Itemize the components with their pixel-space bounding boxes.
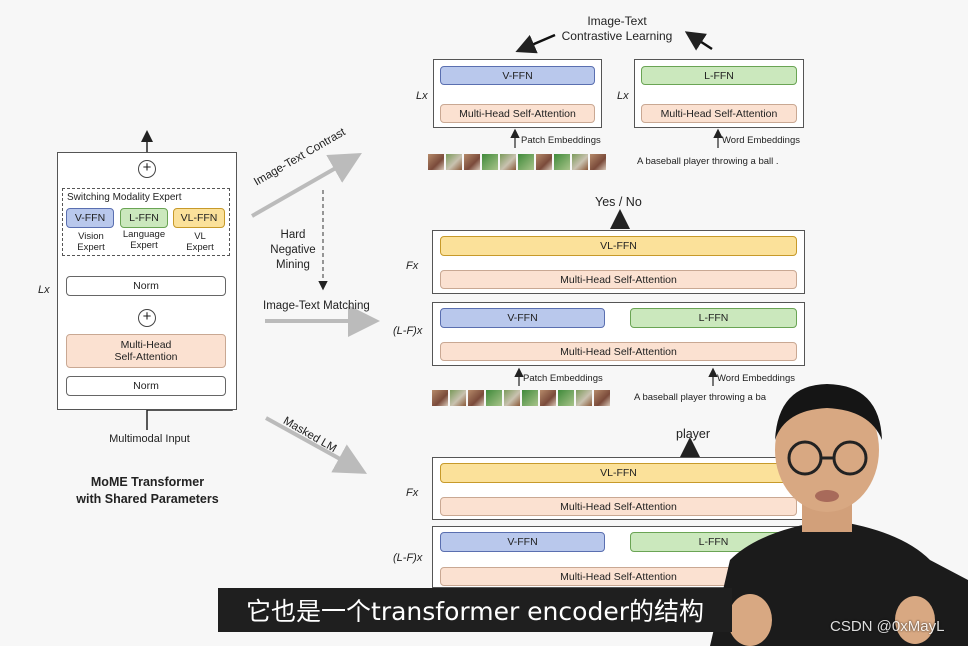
itm-mhsa-top: Multi-Head Self-Attention [440,270,797,289]
itm-image-patches [432,390,610,406]
csdn-watermark: CSDN @0xMayL [830,618,945,635]
video-subtitle: 它也是一个transformer encoder的结构 [218,588,732,632]
left-lffn: L-FFN [120,208,168,228]
top-vffn: V-FFN [440,66,595,85]
left-vffn: V-FFN [66,208,114,228]
mlm-vlffn: VL-FFN [440,463,797,483]
itm-lfx: (L-F)x [393,325,423,337]
top-lx-right: Lx [617,90,629,102]
top-sentence: A baseball player throwing a ball . [637,156,779,167]
caption-line1: MoME Transformer [90,475,205,489]
norm-top: Norm [66,276,226,296]
mlm-mhsa-top: Multi-Head Self-Attention [440,497,797,516]
itm-mhsa-bottom: Multi-Head Self-Attention [440,342,797,361]
top-patch-label: Patch Embeddings [521,135,601,146]
itm-fx: Fx [406,260,419,272]
lx-label: Lx [38,284,50,296]
top-lffn: L-FFN [641,66,797,85]
mlm-mhsa-bottom: Multi-Head Self-Attention [440,567,797,586]
top-mhsa-left: Multi-Head Self-Attention [440,104,595,123]
itm-vlffn: VL-FFN [440,236,797,256]
presenter-video-overlay [710,384,968,646]
itm-patch-label: Patch Embeddings [523,373,603,384]
switching-label: Switching Modality Expert [67,192,182,203]
mlm-fx: Fx [406,487,419,499]
left-vlffn: VL-FFN [173,208,225,228]
itm-word-label: Word Embeddings [717,373,795,384]
caption-line2: with Shared Parameters [76,492,219,506]
matching-label: Image-Text Matching [263,300,370,312]
mlm-vffn: V-FFN [440,532,605,552]
mlm-lfx: (L-F)x [393,552,423,564]
itm-vffn: V-FFN [440,308,605,328]
norm-bottom: Norm [66,376,226,396]
residual-add-top: + [138,160,156,178]
mlm-output: player [676,427,711,441]
top-mhsa-right: Multi-Head Self-Attention [641,104,797,123]
top-word-label: Word Embeddings [722,135,800,146]
itm-output: Yes / No [595,195,642,209]
residual-add-bottom: + [138,309,156,327]
itm-sentence: A baseball player throwing a ba [634,392,767,403]
top-lx-left: Lx [416,90,428,102]
switching-expert-box [62,188,230,256]
multimodal-input-label: Multimodal Input [109,433,190,445]
top-image-patches [428,154,606,170]
itm-lffn: L-FFN [630,308,797,328]
